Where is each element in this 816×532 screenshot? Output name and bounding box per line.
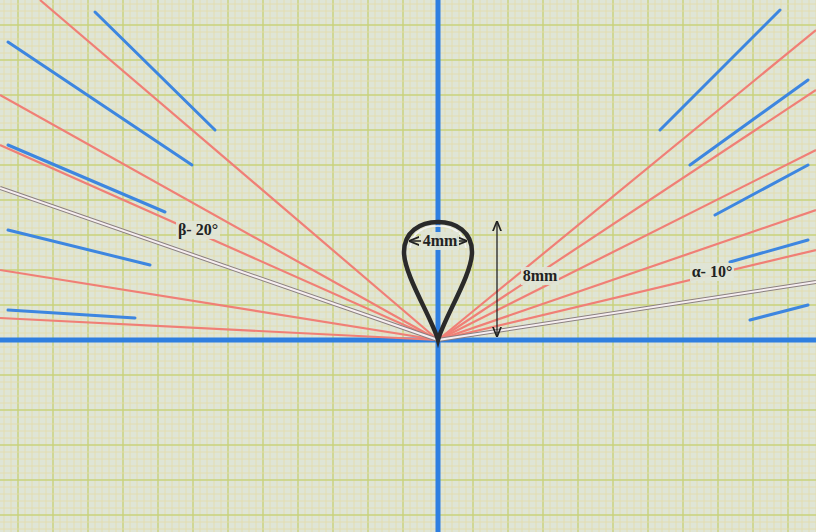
measured-ray [0, 188, 438, 340]
grid-line [0, 214, 816, 215]
grid-line [0, 4, 816, 5]
angle-ray [0, 270, 438, 340]
measured-ray-shadow [438, 282, 816, 340]
grid-line [0, 88, 816, 89]
grid-line [0, 347, 816, 348]
measured-ray [438, 282, 816, 340]
grid-line [0, 444, 816, 445]
grid-line [0, 304, 816, 305]
grid-line [0, 522, 816, 523]
reference-segment [690, 80, 808, 165]
grid-line [0, 494, 816, 495]
grid-line [0, 298, 816, 299]
grid-line [0, 179, 816, 180]
grid-line [0, 417, 816, 418]
wire-loop [404, 222, 472, 340]
grid-line [0, 354, 816, 355]
beta-angle-label: β- 20° [176, 221, 220, 239]
height-dimension: 8mm [521, 267, 560, 285]
grid-line [0, 284, 816, 285]
grid-line [0, 32, 816, 33]
grid-line [0, 396, 816, 397]
grid-line [0, 514, 816, 515]
width-dimension: 4mm [421, 232, 460, 250]
grid-line [0, 479, 816, 480]
grid-line [0, 59, 816, 60]
angle-ray [40, 0, 438, 340]
grid-line [0, 74, 816, 75]
grid-line [0, 473, 816, 474]
reference-segment [8, 145, 165, 212]
grid-line [0, 186, 816, 187]
grid-line [437, 0, 438, 532]
grid-line [0, 333, 816, 334]
grid-line [0, 109, 816, 110]
grid-line [0, 409, 816, 410]
angle-ray [0, 145, 438, 340]
grid-line [0, 438, 816, 439]
grid-line [0, 508, 816, 509]
grid-line [0, 81, 816, 82]
grid-line [0, 158, 816, 159]
grid-line [0, 207, 816, 208]
grid-line [0, 67, 816, 68]
height-dimension-arrow [496, 222, 497, 336]
grid-line [0, 424, 816, 425]
grid-line [0, 116, 816, 117]
grid-line [0, 228, 816, 229]
grid-line [0, 11, 816, 12]
reference-segment [8, 42, 192, 165]
reference-segment [730, 240, 808, 262]
grid-line [0, 24, 816, 25]
grid-line [0, 487, 816, 488]
alpha-angle-label: α- 10° [690, 263, 735, 281]
grid-line [0, 466, 816, 467]
grid-line [0, 312, 816, 313]
grid-line [0, 137, 816, 138]
reference-segment [8, 310, 135, 318]
angle-ray [0, 95, 438, 340]
angle-ray [438, 250, 816, 340]
angle-ray [438, 210, 816, 340]
grid-line [0, 431, 816, 432]
grid-line [0, 368, 816, 369]
grid-line [0, 151, 816, 152]
grid-line [0, 389, 816, 390]
grid-line [0, 221, 816, 222]
grid-line [0, 123, 816, 124]
reference-segment [750, 305, 808, 320]
reference-segment [715, 165, 808, 215]
grid-line [0, 403, 816, 404]
grid-line [0, 452, 816, 453]
grid-line [0, 459, 816, 460]
grid-line [0, 501, 816, 502]
reference-segment [8, 230, 150, 265]
angle-ray [438, 90, 816, 340]
grid-line [0, 102, 816, 103]
angle-ray [438, 30, 816, 340]
vertical-axis [436, 0, 441, 532]
measured-ray-shadow [0, 188, 438, 340]
grid-line [0, 46, 816, 47]
grid-line [0, 53, 816, 54]
grid-line [0, 529, 816, 530]
grid-line [0, 18, 816, 19]
grid-line [0, 382, 816, 383]
angle-ray [438, 150, 816, 340]
grid-line [0, 256, 816, 257]
grid-line [0, 249, 816, 250]
grid-line [0, 361, 816, 362]
angle-ray [0, 318, 438, 340]
measured-rays [0, 188, 816, 340]
grid-line [0, 374, 816, 375]
grid-line [0, 144, 816, 145]
